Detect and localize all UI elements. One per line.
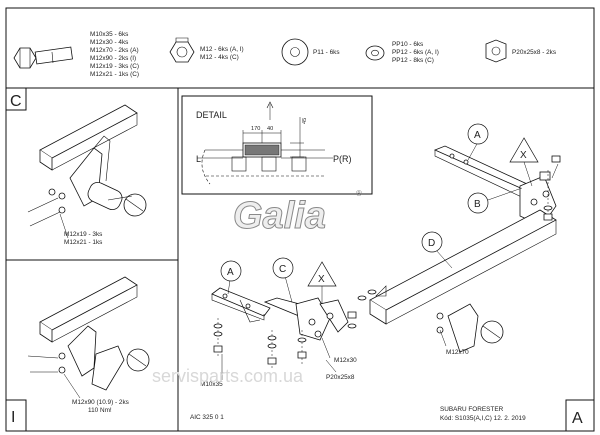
square-plate-icon <box>485 39 507 63</box>
variant-i-letter: I <box>11 409 15 426</box>
spring-washer-line-1: PP10 - 6ks <box>392 41 423 48</box>
detail-dim-170: 170 <box>251 126 260 132</box>
outer-frame <box>5 7 595 432</box>
upper-hardware-stack <box>543 155 561 221</box>
variant-c-drawing <box>27 104 147 239</box>
spring-washer-line-3: PP12 - 8ks (C) <box>392 57 434 64</box>
callout-c-letter: C <box>279 264 286 275</box>
lower-hardware-stacks <box>213 318 337 380</box>
side-bracket-c <box>263 297 349 341</box>
detail-section <box>197 101 333 185</box>
label-p20x25x8: P20x25x8 <box>326 374 355 381</box>
variant-i-torque: 110 Nm! <box>88 407 112 414</box>
label-m12x30: M12x30 <box>334 357 357 364</box>
crossbar-hardware <box>347 289 377 329</box>
callout-a-bottom-letter: A <box>227 267 234 278</box>
vehicle-name: SUBARU FORESTER <box>440 406 504 413</box>
side-bracket-a <box>211 287 271 323</box>
detail-right-label: P(R) <box>333 154 352 164</box>
callout-d: D <box>421 231 453 269</box>
main-towball <box>436 303 504 353</box>
spring-washer-icon <box>365 45 385 61</box>
variant-a-letter: A <box>572 410 583 427</box>
callout-x-top: X <box>509 137 539 187</box>
variant-i-bolt-line: M12x90 (10.9) - 2ks <box>72 399 129 406</box>
square-plate-label: P20x25x8 - 2ks <box>512 49 556 56</box>
bolt-line-2: M12x30 - 4ks <box>90 39 128 46</box>
bolt-list: M10x35 - 6ks M12x30 - 4ks M12x70 - 2ks (… <box>90 31 139 78</box>
callout-x-top-letter: X <box>520 150 527 161</box>
callout-a-top-letter: A <box>474 130 481 141</box>
callout-a-bottom: A <box>220 260 242 295</box>
callout-c: C <box>272 257 294 303</box>
bolt-line-5: M12x19 - 3ks (C) <box>90 63 139 70</box>
label-m12x70: M12x70 <box>446 349 469 356</box>
detail-title: DETAIL <box>196 110 227 120</box>
variant-c-letter: C <box>10 93 22 110</box>
detail-dim-45: 45 <box>302 118 308 124</box>
galia-logo: Galia <box>233 195 326 237</box>
callout-a-top: A <box>467 123 489 161</box>
variant-i-drawing <box>27 276 150 399</box>
detail-dim-40: 40 <box>267 126 273 132</box>
drawing-code: AIC 325 0 1 <box>190 414 224 421</box>
callout-x-bottom: X <box>307 261 337 304</box>
detail-left-label: L <box>196 154 201 164</box>
label-m10x35: M10x35 <box>200 381 223 388</box>
variant-i-letter-box <box>5 399 27 432</box>
nut-line-1: M12 - 6ks (A, I) <box>200 46 244 53</box>
variant-c-bolt-line-2: M12x21 - 1ks <box>64 239 102 246</box>
bolt-line-6: M12x21 - 1ks (C) <box>90 71 139 78</box>
variant-c-bolt-line-1: M12x19 - 3ks <box>64 231 102 238</box>
washer-label: P11 - 6ks <box>313 49 340 56</box>
bolt-line-3: M12x70 - 2ks (A) <box>90 47 139 54</box>
main-bracket-assembly <box>433 145 557 227</box>
watermark: servisparts.com.ua <box>152 366 304 386</box>
callout-d-letter: D <box>428 238 435 249</box>
bolt-line-4: M12x90 - 2ks (I) <box>90 55 136 62</box>
logo-registered-mark: ® <box>356 189 362 198</box>
nut-icon <box>169 37 195 63</box>
main-crossbar <box>369 209 557 325</box>
nut-line-2: M12 - 4ks (C) <box>200 54 239 61</box>
variant-c-letter-box <box>5 87 27 111</box>
bolt-icon <box>13 46 73 69</box>
bolt-line-1: M10x35 - 6ks <box>90 31 128 38</box>
callout-x-bottom-letter: X <box>318 274 325 285</box>
detail-box <box>181 95 373 195</box>
callout-b: B <box>467 187 523 214</box>
product-code: Kód: S1035(A,I,C) 12. 2. 2019 <box>440 415 526 422</box>
callout-b-letter: B <box>474 199 481 210</box>
spring-washer-line-2: PP12 - 6ks (A, I) <box>392 49 439 56</box>
washer-icon <box>281 38 309 66</box>
variant-a-letter-box <box>565 399 595 432</box>
